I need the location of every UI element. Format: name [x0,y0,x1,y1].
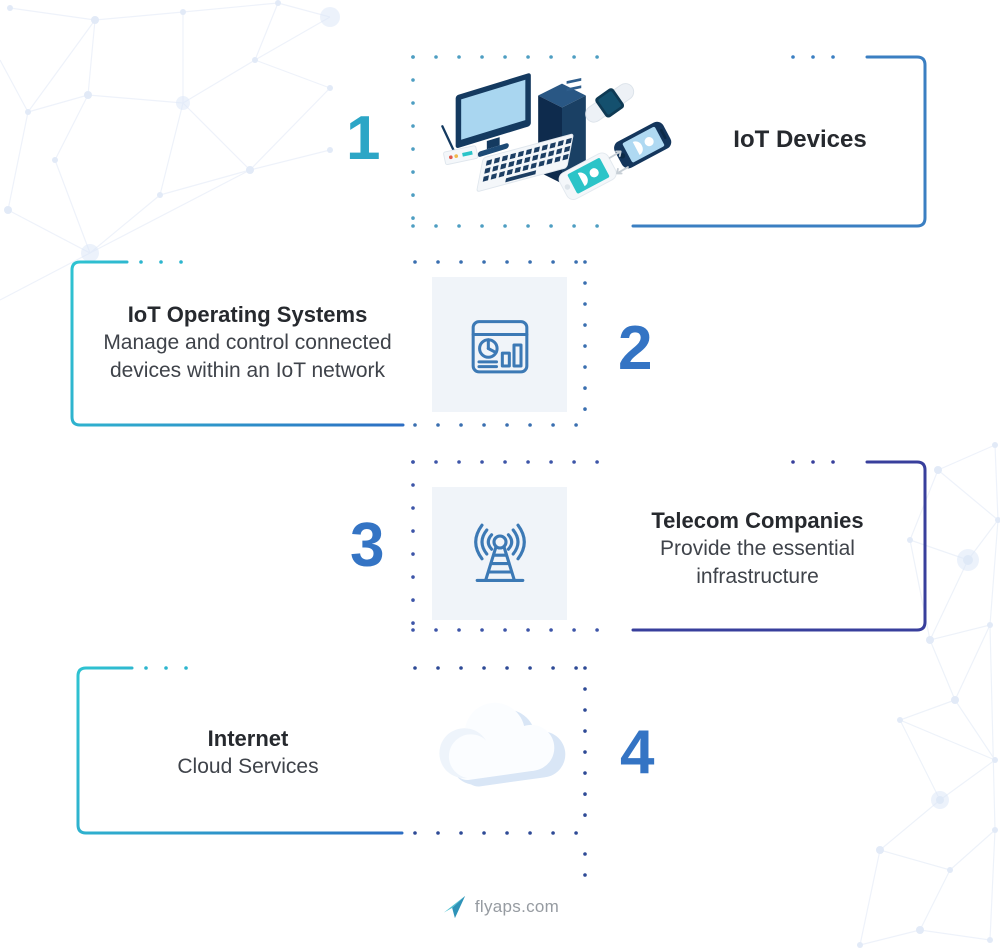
paper-plane-icon [443,895,466,919]
section3-icon-box [432,487,567,620]
section1-border [411,55,927,228]
section3-body-line: infrastructure [696,565,819,588]
section3-body-line: Provide the essential [660,537,855,560]
smartphone-teal-icon [558,152,617,200]
section2-border [70,260,587,427]
dashboard-analytics-icon [471,319,528,373]
section4-body-line: Cloud Services [177,755,319,778]
brand-text: flyaps.com [474,897,560,916]
section2-title: IoT Operating Systems [127,302,368,327]
section2-text: IoT Operating Systems Manage and control… [80,300,415,385]
section2-body-line: devices within an IoT network [109,359,386,382]
keyboard-icon [476,133,574,192]
smartphone-dark-icon [614,121,672,169]
section1-number: 1 [346,104,380,173]
section2-icon-box [432,277,567,412]
smartwatch-icon [585,83,635,123]
monitor-icon [455,73,531,157]
radio-tower-icon [473,523,526,582]
section3-border [411,460,927,632]
sync-arrows-icon [608,150,629,175]
iot-devices-illustration [441,73,672,200]
section3-title: Telecom Companies [651,508,864,533]
section4-border [76,666,587,878]
section4-number: 4 [620,718,654,787]
section3-number: 3 [350,511,384,580]
section3-text: Telecom Companies Provide the essential … [625,506,890,591]
cloud-icon [439,702,566,787]
section2-number: 2 [618,314,652,383]
section2-body-line: Manage and control connected [103,331,392,354]
section4-text: Internet Cloud Services [98,724,398,781]
router-icon [441,125,479,166]
section4-title: Internet [207,726,289,751]
section1-title: IoT Devices [733,126,867,153]
footer-brand: flyaps.com [0,894,1000,920]
